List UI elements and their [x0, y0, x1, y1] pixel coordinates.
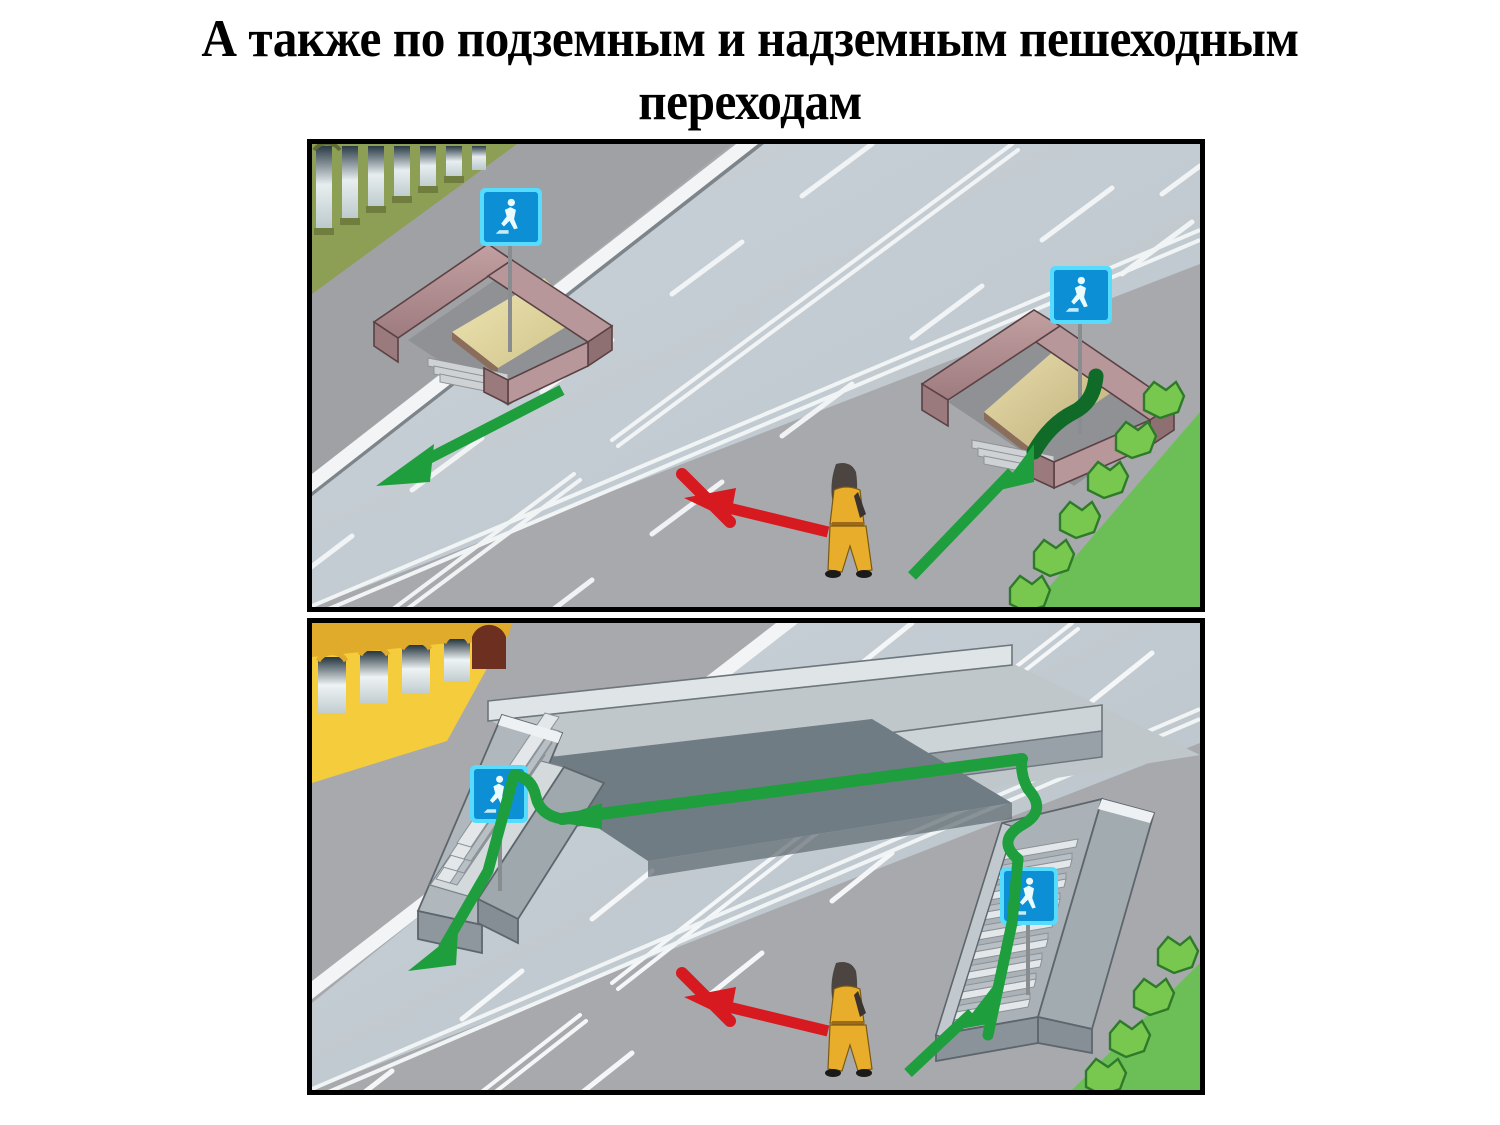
green-arrow-enter-right[interactable]: [908, 444, 1034, 580]
page-title: А также по подземным и надземным пешеход…: [201, 10, 1299, 131]
lawn-and-bushes-right: [1072, 935, 1200, 1090]
underpass-entrance-left: [372, 188, 614, 486]
sign-post: [508, 242, 512, 352]
underground-crossing-panel: [307, 139, 1205, 612]
overhead-bridge-scene: [312, 623, 1200, 1090]
pedestrian-route-arrow[interactable]: [438, 753, 1043, 1041]
sign-post: [498, 823, 502, 891]
sign-post: [1078, 322, 1082, 434]
bridge-stairs-right: [934, 797, 1156, 1063]
overhead-bridge-svg: [312, 623, 1200, 1090]
green-arrow-into-tunnel: [1026, 368, 1104, 460]
building-left-yellow: [312, 623, 512, 783]
forbidden-crossing-arrow: [676, 468, 830, 538]
pedestrian-figure: [825, 463, 873, 578]
overhead-bridge-panel: [307, 618, 1205, 1095]
lawn-and-bushes-right: [1008, 380, 1200, 607]
pedestrian-underpass-sign: [480, 188, 542, 246]
building-row-left: [312, 144, 517, 294]
route-arrowhead-stairs-down: [408, 931, 458, 971]
route-arrowhead-deck: [548, 803, 602, 829]
forbidden-crossing-arrow: [676, 967, 830, 1037]
green-arrow-exit-left[interactable]: [376, 385, 565, 486]
pedestrian-underpass-sign: [1050, 266, 1112, 324]
underground-crossing-svg: [312, 144, 1200, 607]
pedestrian-figure: [825, 962, 873, 1077]
sign-post: [1026, 925, 1030, 995]
underground-crossing-scene: [312, 144, 1200, 607]
green-arrow-enter-stairs[interactable]: [904, 985, 994, 1078]
